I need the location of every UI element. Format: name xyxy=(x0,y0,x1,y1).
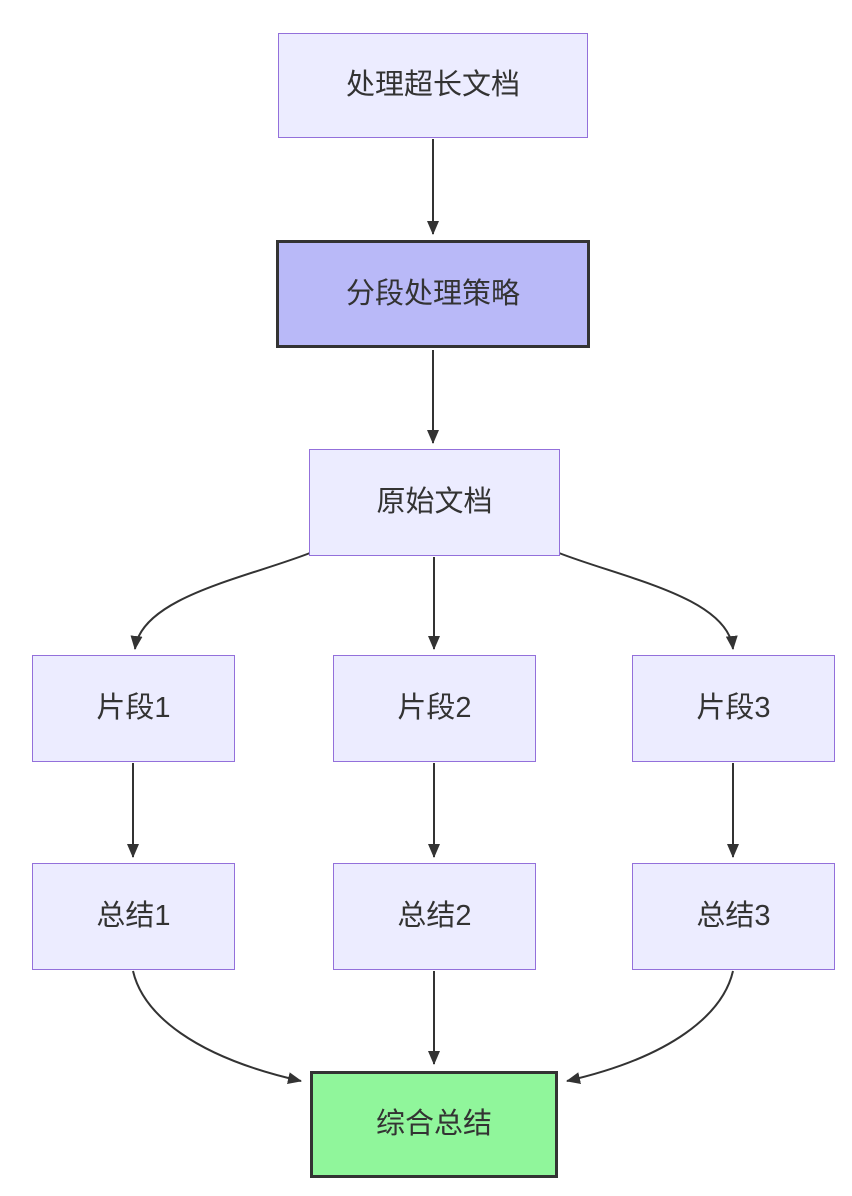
edge-original-doc-to-fragment-1 xyxy=(130,552,311,650)
node-summary-2-label: 总结2 xyxy=(397,900,472,933)
node-summary-1: 总结1 xyxy=(32,863,235,970)
node-final-summary-label: 综合总结 xyxy=(375,1108,492,1141)
node-process-long-doc: 处理超长文档 xyxy=(278,33,588,138)
node-summary-2: 总结2 xyxy=(333,863,536,970)
node-original-doc-label: 原始文档 xyxy=(376,486,493,519)
edge-original-doc-to-fragment-3 xyxy=(558,552,738,650)
node-fragment-3: 片段3 xyxy=(632,655,835,762)
edge-summary-3-to-final-summary xyxy=(566,970,734,1084)
node-process-long-doc-label: 处理超长文档 xyxy=(345,69,520,102)
node-fragment-2: 片段2 xyxy=(333,655,536,762)
node-summary-3-label: 总结3 xyxy=(696,900,771,933)
node-fragment-1-label: 片段1 xyxy=(96,692,171,725)
node-fragment-3-label: 片段3 xyxy=(696,692,771,725)
node-summary-3: 总结3 xyxy=(632,863,835,970)
edge-summary-1-to-final-summary xyxy=(132,970,302,1085)
node-segmentation-strategy-label: 分段处理策略 xyxy=(345,277,520,310)
node-fragment-1: 片段1 xyxy=(32,655,235,762)
node-final-summary: 综合总结 xyxy=(310,1071,558,1178)
node-original-doc: 原始文档 xyxy=(309,449,560,556)
node-summary-1-label: 总结1 xyxy=(96,900,171,933)
node-fragment-2-label: 片段2 xyxy=(397,692,472,725)
node-segmentation-strategy: 分段处理策略 xyxy=(276,240,590,348)
